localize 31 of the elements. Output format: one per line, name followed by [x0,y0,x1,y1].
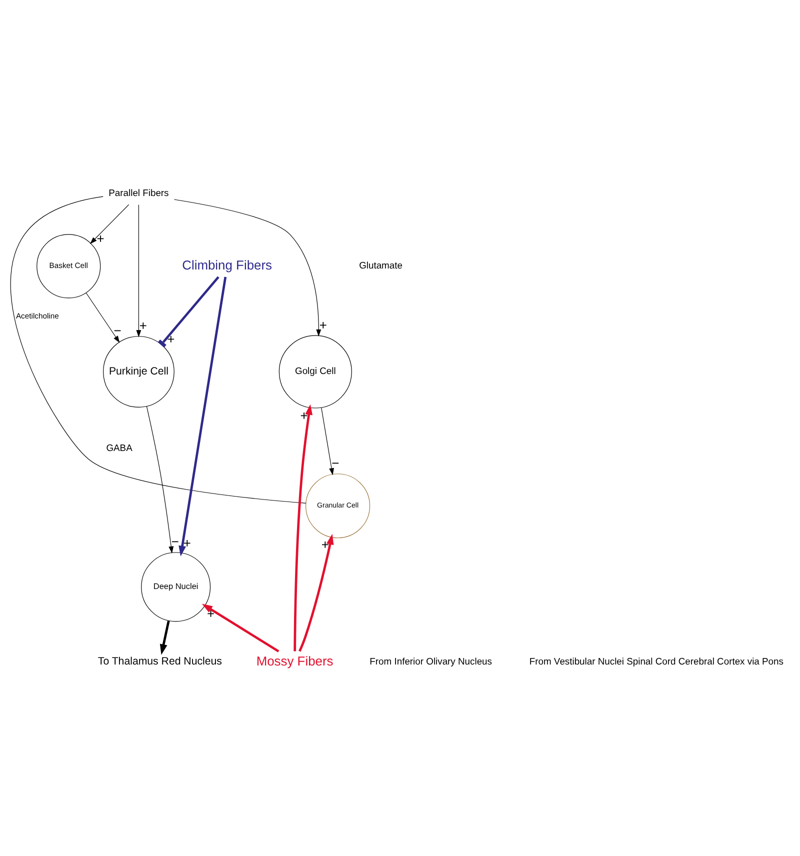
edge-label: − [171,534,179,549]
node-text: Mossy Fibers [256,653,334,668]
node-circle: Golgi Cell [278,335,352,408]
label: GABA [106,442,132,453]
edge-label: + [300,408,308,423]
label: From Inferior Olivary Nucleus [370,655,492,666]
arrow [136,204,142,338]
edge-label: − [114,322,122,338]
arrow [321,407,334,476]
arrow [294,404,313,652]
label: Glutamate [359,259,402,270]
edge-label: + [167,331,175,346]
connector [158,276,220,348]
arrow [146,406,174,554]
edge-label: + [183,535,191,550]
arrow [202,604,280,652]
arrow [86,292,120,343]
edge-label: + [319,317,327,332]
connector [10,196,306,504]
arrow [178,276,227,556]
edge-label: + [321,537,329,552]
arrow [90,204,130,244]
arrow [298,534,334,652]
edge-label: + [139,318,147,333]
label: From Vestibular Nuclei Spinal Cord Cerebral Cortex via Pons [529,655,784,666]
node-text: Climbing Fibers [182,258,272,273]
arrow [160,620,170,655]
edge-label: − [332,455,340,470]
node-text: To Thalamus Red Nucleus [98,656,222,668]
arrow [174,199,322,337]
node-text: Parallel Fibers [108,187,169,198]
